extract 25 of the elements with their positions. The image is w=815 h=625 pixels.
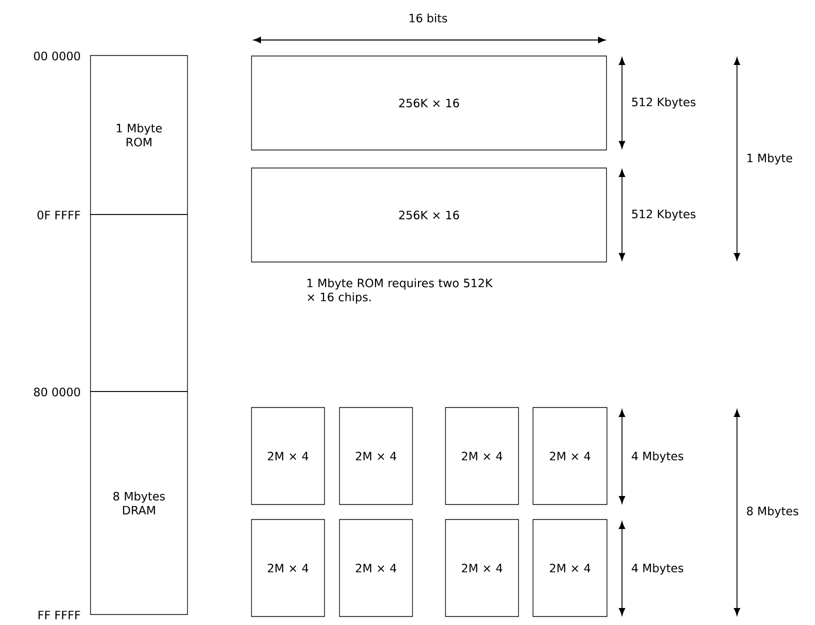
address-label: 80 0000 [34, 388, 80, 396]
dimension-label: 1 Mbyte [747, 153, 792, 165]
address-label: 00 0000 [34, 52, 80, 60]
chip-box: 2M × 4 [532, 407, 608, 505]
dimension-label: 512 Kbytes [632, 97, 696, 109]
chip-box: 256K × 16 [251, 168, 607, 262]
memory-region: 1 Mbyte ROM [90, 55, 188, 215]
chip-box: 2M × 4 [445, 519, 519, 617]
dimension-label: 16 bits [410, 14, 448, 22]
dimension-label: 8 Mbytes [747, 506, 798, 518]
chip-box: 2M × 4 [339, 519, 413, 617]
chip-box: 256K × 16 [251, 56, 607, 150]
chip-box: 2M × 4 [251, 519, 325, 617]
chip-box: 2M × 4 [339, 407, 413, 505]
chip-box: 2M × 4 [251, 407, 325, 505]
note-text: 1 Mbyte ROM requires two 512K × 16 chips. [307, 278, 493, 304]
memory-region: 8 Mbytes DRAM [90, 391, 188, 615]
dimension-label: 4 Mbytes [632, 451, 684, 463]
memory-region [90, 214, 188, 392]
address-label: FF FFFF [38, 610, 80, 620]
chip-box: 2M × 4 [532, 519, 608, 617]
chip-box: 2M × 4 [445, 407, 519, 505]
dimension-label: 512 Kbytes [632, 209, 696, 221]
dimension-label: 4 Mbytes [632, 563, 684, 575]
address-label: 0F FFFF [38, 210, 80, 220]
